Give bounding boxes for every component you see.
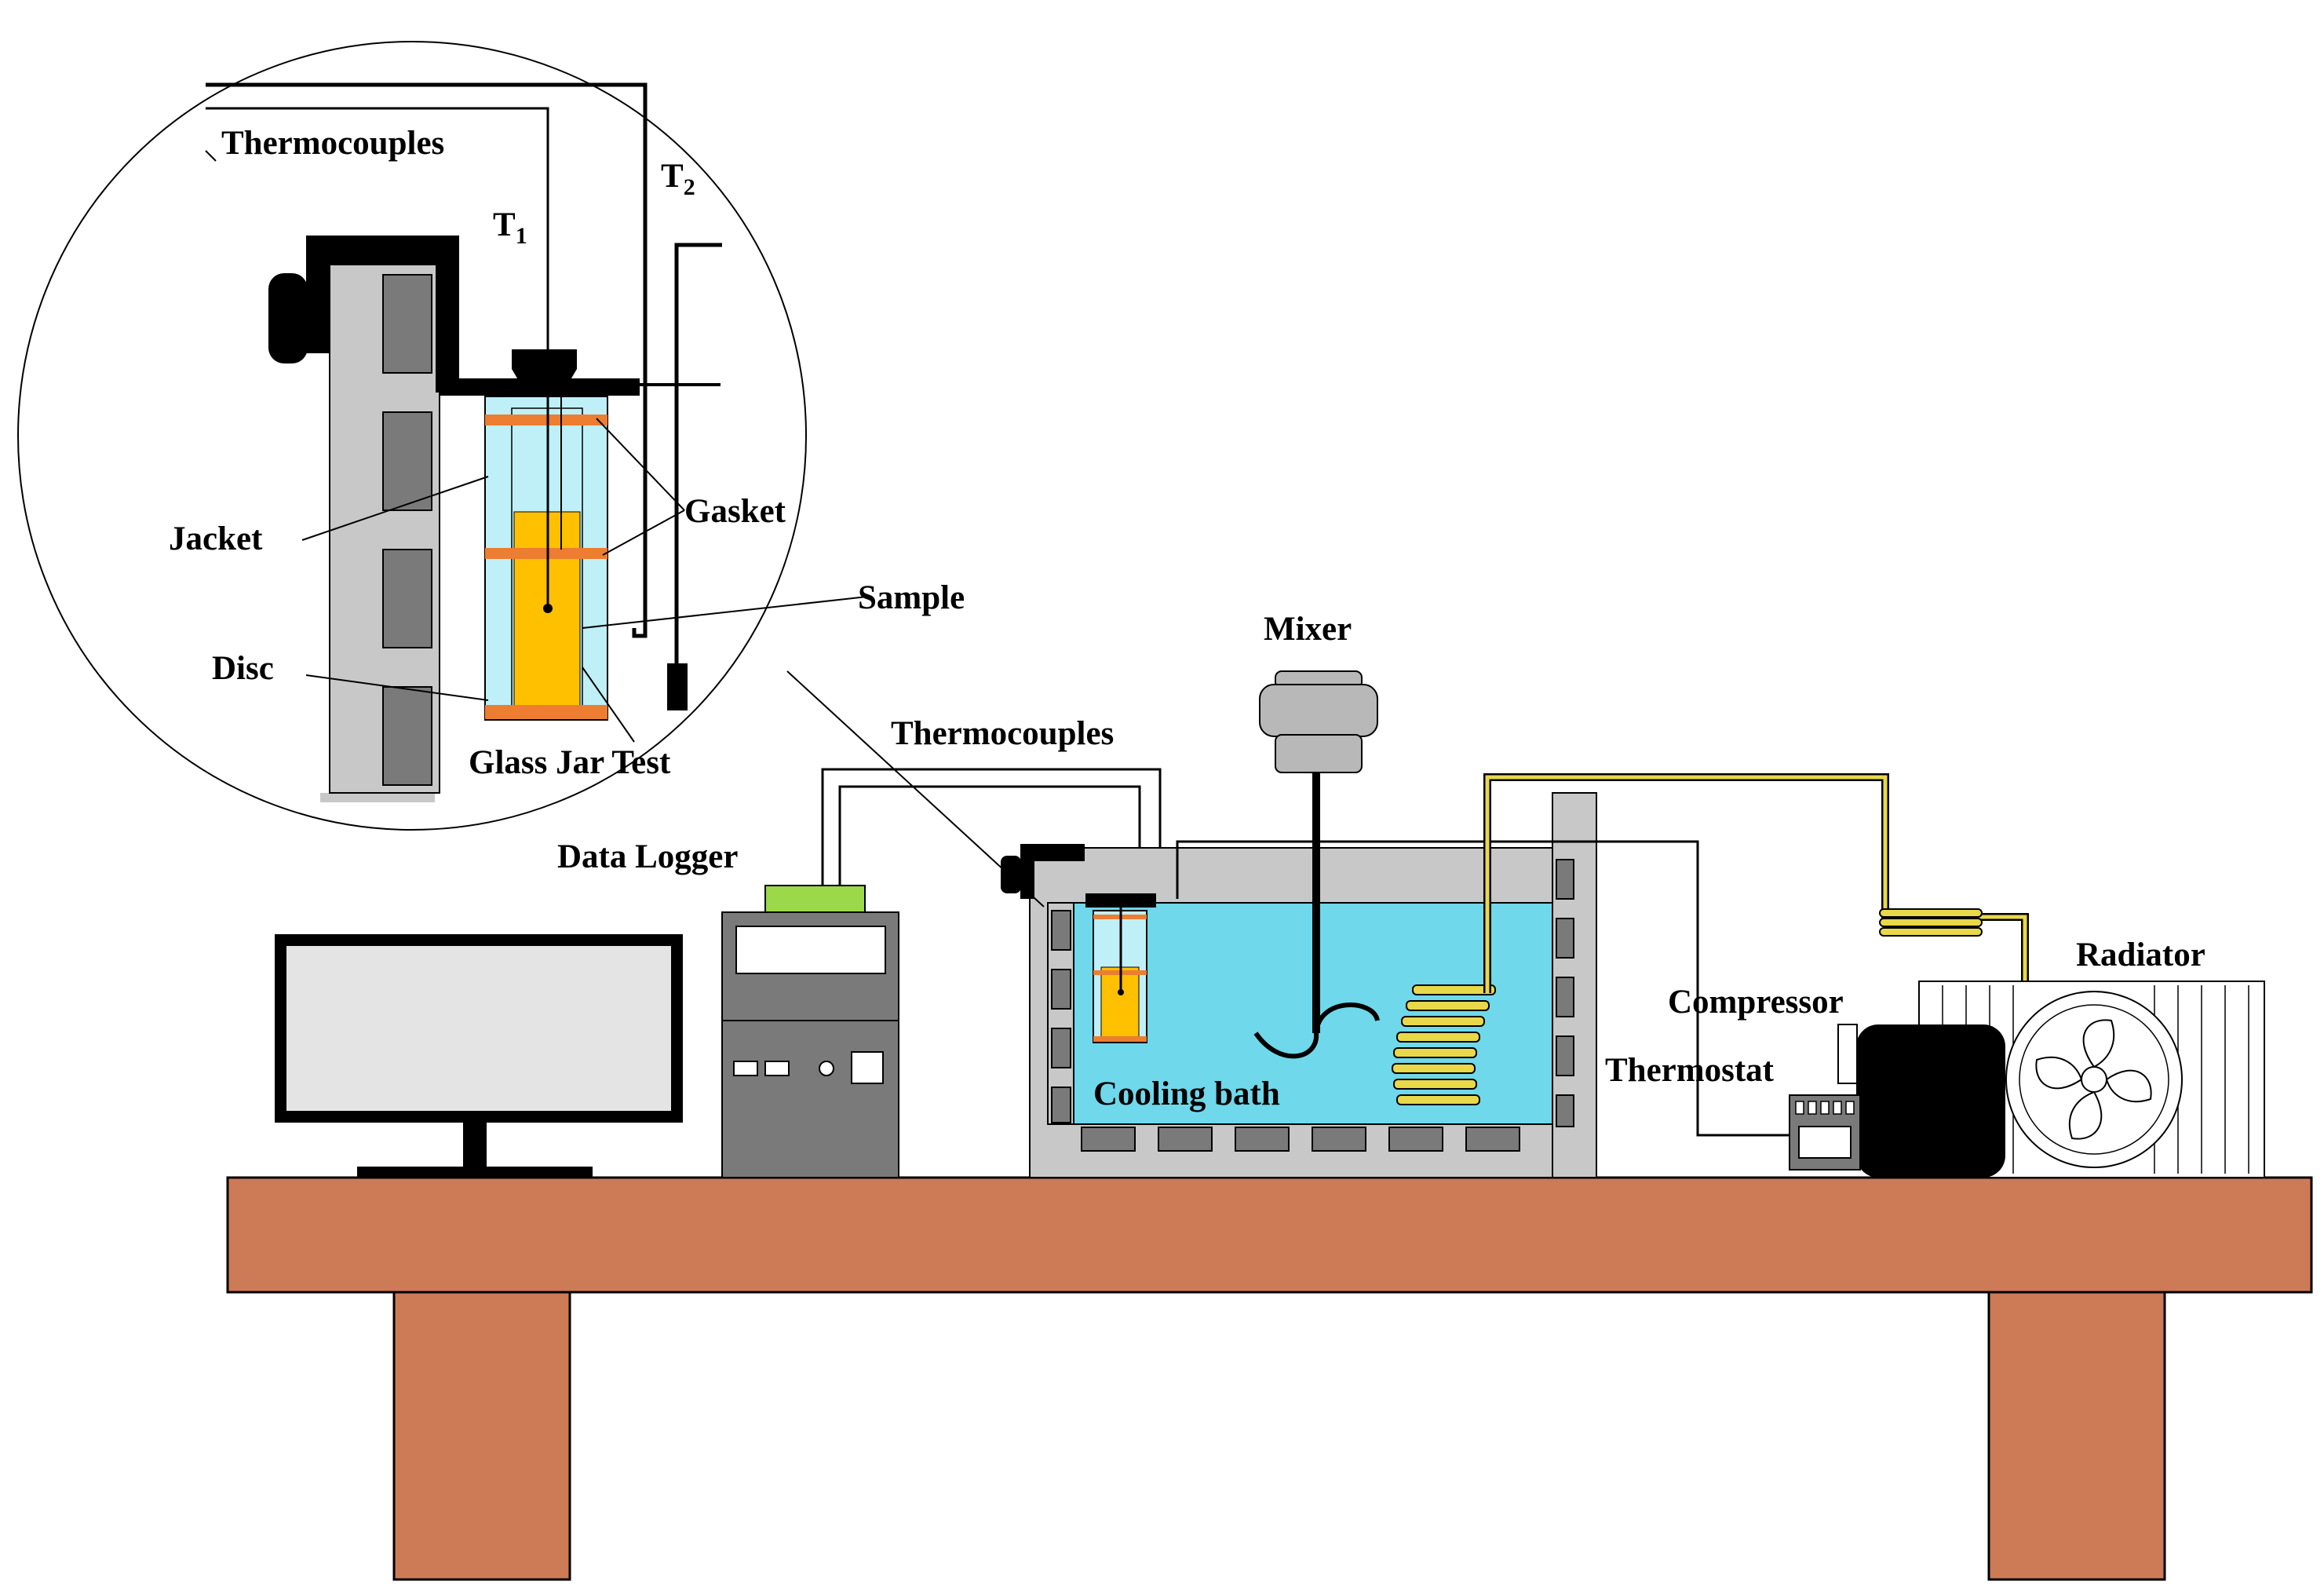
small-jar-disc	[1093, 1036, 1147, 1042]
data-logger-display	[735, 926, 886, 974]
data-logger-knob	[819, 1061, 834, 1076]
compressor-body	[1856, 1024, 2005, 1178]
label-compressor: Compressor	[1668, 984, 1844, 1021]
inset-gasket-top	[485, 415, 607, 425]
label-thermocouples: Thermocouples	[891, 715, 1114, 752]
inset-stand-shadow	[320, 793, 435, 802]
leader-lines	[301, 418, 868, 743]
inset-clamp-left	[306, 236, 330, 353]
compressor	[1837, 1024, 2005, 1178]
labels: Thermocouples T1 T2 Jacket Gasket Sample…	[169, 125, 2205, 1112]
inset-gasket-mid	[485, 548, 607, 559]
inset-t2-probe-tip	[667, 663, 688, 710]
inset-jar-stopper	[512, 349, 577, 386]
label-thermocouples-inset: Thermocouples	[221, 125, 444, 162]
label-disc: Disc	[212, 650, 274, 687]
inset-disc	[485, 705, 607, 719]
inset-wire-edge	[205, 150, 217, 162]
condenser-coil	[1879, 908, 1983, 937]
label-t2: T2	[661, 158, 695, 200]
monitor-screen	[286, 946, 671, 1111]
inset-clamp-top	[306, 236, 459, 265]
table-top	[226, 1176, 2313, 1294]
data-logger-connector	[764, 885, 866, 915]
mixer	[1253, 670, 1380, 1059]
label-glass-jar-test: Glass Jar Test	[469, 744, 671, 781]
label-data-logger: Data Logger	[557, 838, 738, 875]
bath-clamp-post	[1020, 844, 1034, 899]
inset-wire-t2	[206, 82, 648, 638]
mixer-motor	[1259, 684, 1378, 737]
small-jar-cap	[1085, 893, 1156, 908]
mixer-motor-bottom	[1275, 734, 1363, 773]
inset-clamp-right	[436, 236, 459, 393]
radiator-fan-guard	[2019, 1004, 2169, 1155]
inset-jar	[440, 349, 640, 721]
thermostat-display	[1798, 1126, 1852, 1159]
label-mixer: Mixer	[1264, 611, 1352, 648]
zoom-pointer-line	[786, 670, 1045, 908]
cooling-coil	[1392, 984, 1496, 1105]
label-radiator: Radiator	[2076, 937, 2205, 973]
label-jacket: Jacket	[169, 520, 263, 557]
mixer-impeller	[1253, 1003, 1380, 1059]
bath-clamp-knob	[1001, 856, 1021, 893]
radiator-fan-blades	[2035, 1019, 2152, 1140]
data-logger-button-2	[764, 1061, 790, 1076]
bath-wall-windows	[1051, 859, 1574, 1152]
label-t1: T1	[493, 206, 527, 249]
data-logger-port	[851, 1051, 884, 1084]
monitor-neck	[463, 1123, 487, 1170]
monitor-base	[357, 1167, 593, 1178]
inset-stand-windows	[382, 274, 432, 786]
inset-t1-probe-tip	[543, 604, 553, 613]
mixer-shaft	[1312, 772, 1320, 1033]
radiator-fan-hub	[2081, 1066, 2107, 1093]
thermostat	[1789, 1094, 1861, 1171]
data-logger-button-1	[733, 1061, 758, 1076]
table-leg-right	[1987, 1291, 2166, 1581]
small-jar	[1085, 893, 1156, 1043]
computer-monitor	[275, 934, 683, 1178]
thermostat-buttons	[1795, 1101, 1855, 1115]
data-logger	[721, 885, 899, 1178]
inset-wire-t1	[206, 107, 549, 349]
small-jar-probe-tip	[1118, 989, 1124, 995]
bath-clamp	[1020, 844, 1085, 861]
label-cooling-bath: Cooling bath	[1093, 1076, 1280, 1112]
zoom-inset	[17, 41, 1045, 908]
inset-clamp-knob	[268, 273, 308, 363]
table-leg-left	[392, 1291, 571, 1581]
label-thermostat: Thermostat	[1605, 1052, 1775, 1089]
inset-t2-probe-rod	[674, 243, 722, 663]
cooling-bath	[1001, 670, 2029, 1178]
compressor-mount	[1837, 1024, 1858, 1084]
inset-jar-lid	[440, 378, 640, 396]
thermostat-wire	[1176, 840, 1797, 1137]
label-sample: Sample	[858, 579, 965, 616]
table	[226, 1176, 2313, 1581]
label-gasket: Gasket	[684, 493, 786, 530]
